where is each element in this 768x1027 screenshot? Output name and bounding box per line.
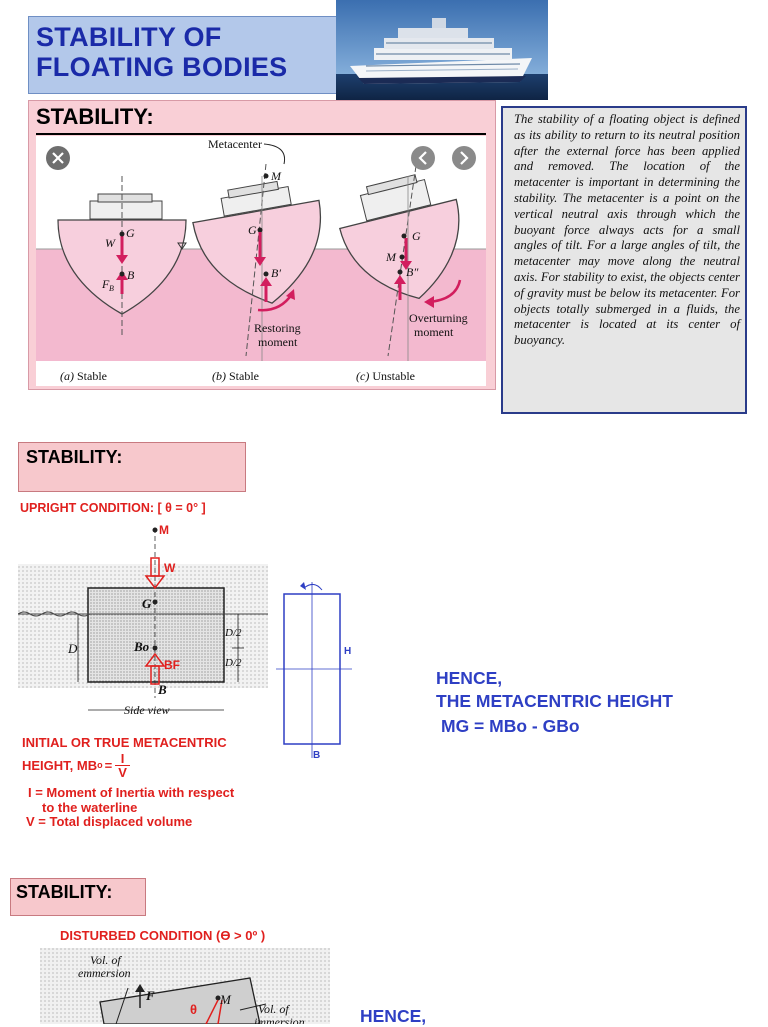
hull-c bbox=[339, 174, 460, 300]
label-d-upright: D bbox=[67, 641, 78, 656]
label-f-disturbed: F bbox=[145, 988, 155, 1003]
label-fb-a: F bbox=[101, 277, 110, 291]
label-bo-upright: Bo bbox=[133, 639, 150, 654]
chevron-left-icon[interactable] bbox=[411, 146, 435, 170]
section-title-upright: STABILITY: bbox=[26, 447, 123, 467]
def-inertia-line1: I = Moment of Inertia with respect bbox=[28, 785, 235, 800]
label-m-c: M bbox=[385, 250, 397, 264]
label-b-a: B bbox=[127, 268, 135, 282]
cruise-ship-photo bbox=[336, 0, 548, 100]
def-volume: V = Total displaced volume bbox=[26, 814, 193, 829]
label-g-c: G bbox=[412, 229, 421, 243]
label-overturning-1: Overturning bbox=[409, 311, 468, 325]
panel-title-rule bbox=[36, 133, 486, 135]
label-m-disturbed: M bbox=[219, 992, 232, 1007]
metacentric-height-subscript: o bbox=[97, 760, 103, 770]
stability-definition-text: The stability of a floating object is de… bbox=[514, 112, 740, 348]
initial-metacentric-line1: INITIAL OR TRUE METACENTRIC bbox=[22, 735, 227, 750]
section-title-box-disturbed bbox=[10, 878, 146, 916]
label-w-a: W bbox=[105, 236, 116, 250]
metacentric-height-formula: MG = MBo - GBo bbox=[441, 716, 580, 736]
close-icon[interactable] bbox=[46, 146, 70, 170]
label-overturning-2: moment bbox=[414, 325, 454, 339]
variable-definitions: I = Moment of Inertia with respect to th… bbox=[26, 785, 235, 830]
hence-word: HENCE, bbox=[436, 668, 503, 688]
label-h-dimension: H bbox=[344, 646, 351, 657]
chevron-right-icon[interactable] bbox=[452, 146, 476, 170]
panel-title: STABILITY: bbox=[36, 104, 154, 129]
fraction-denominator: V bbox=[115, 765, 130, 779]
label-w-upright: W bbox=[164, 561, 176, 575]
metacentric-height-label: HEIGHT, MB bbox=[22, 758, 98, 773]
disturbed-condition-diagram: Vol. of emmersion F M θ Vol. of immersio… bbox=[40, 948, 330, 1024]
slide-title-box bbox=[28, 16, 338, 94]
slide-title-line1: STABILITY OF bbox=[36, 22, 222, 52]
fraction-numerator: I bbox=[120, 751, 125, 766]
label-m-upright: M bbox=[159, 523, 169, 537]
upright-side-view-diagram: M W G Bo BF B D D/2 D/2 Side view bbox=[18, 523, 268, 717]
slide-title: STABILITY OF FLOATING BODIES bbox=[36, 22, 288, 82]
label-bf-upright: BF bbox=[164, 658, 180, 672]
section-title-disturbed: STABILITY: bbox=[16, 882, 113, 902]
section-title-box-upright bbox=[18, 442, 246, 492]
caption-a: (a)Stable bbox=[60, 369, 107, 383]
label-fb-sub-a: B bbox=[109, 284, 114, 293]
inertia-volume-fraction: I V bbox=[115, 752, 130, 779]
caption-b: (b)Stable bbox=[212, 369, 259, 383]
label-theta-disturbed: θ bbox=[190, 1002, 197, 1017]
caption-c: (c)Unstable bbox=[356, 369, 415, 383]
metacentric-height-heading: THE METACENTRIC HEIGHT bbox=[436, 691, 673, 711]
label-g-b: G bbox=[248, 223, 257, 237]
label-bprime: B′ bbox=[271, 266, 281, 280]
disturbed-condition-label: DISTURBED CONDITION (ϴ > 0º ) bbox=[60, 928, 266, 943]
label-vol-emm-2: emmersion bbox=[78, 966, 131, 980]
label-metacenter: Metacenter bbox=[208, 137, 262, 151]
label-g-a: G bbox=[126, 226, 135, 240]
label-g-upright: G bbox=[142, 596, 152, 611]
hull-a bbox=[57, 176, 187, 336]
stability-definition-box: The stability of a floating object is de… bbox=[501, 106, 747, 414]
upright-condition-label: UPRIGHT CONDITION: [ θ = 0° ] bbox=[20, 501, 206, 515]
hull-b bbox=[192, 180, 321, 304]
stability-diagram: G W B F B Metacenter M G B′ Restoring mo… bbox=[36, 136, 486, 386]
label-b-upright: B bbox=[157, 682, 167, 697]
label-restoring-2: moment bbox=[258, 335, 298, 349]
def-inertia-line2: to the waterline bbox=[42, 799, 138, 815]
label-vol-emm-1: Vol. of bbox=[90, 953, 122, 967]
slide-title-line2: FLOATING BODIES bbox=[36, 52, 288, 82]
label-d2-bottom: D/2 bbox=[224, 657, 242, 669]
label-b-dimension: B bbox=[313, 750, 320, 761]
label-restoring-1: Restoring bbox=[254, 321, 301, 335]
label-bdprime: B″ bbox=[406, 265, 419, 279]
hence-metacentric-height: HENCE, THE METACENTRIC HEIGHT bbox=[436, 667, 673, 713]
label-vol-imm-2: immersion bbox=[254, 1015, 305, 1024]
label-d2-top: D/2 bbox=[224, 627, 242, 639]
label-side-view: Side view bbox=[124, 703, 170, 717]
label-vol-imm-1: Vol. of bbox=[258, 1002, 290, 1016]
label-m-b: M bbox=[270, 169, 282, 183]
waterplane-rectangle-diagram: H B bbox=[276, 582, 352, 761]
hence-disturbed: HENCE, bbox=[360, 1006, 427, 1026]
